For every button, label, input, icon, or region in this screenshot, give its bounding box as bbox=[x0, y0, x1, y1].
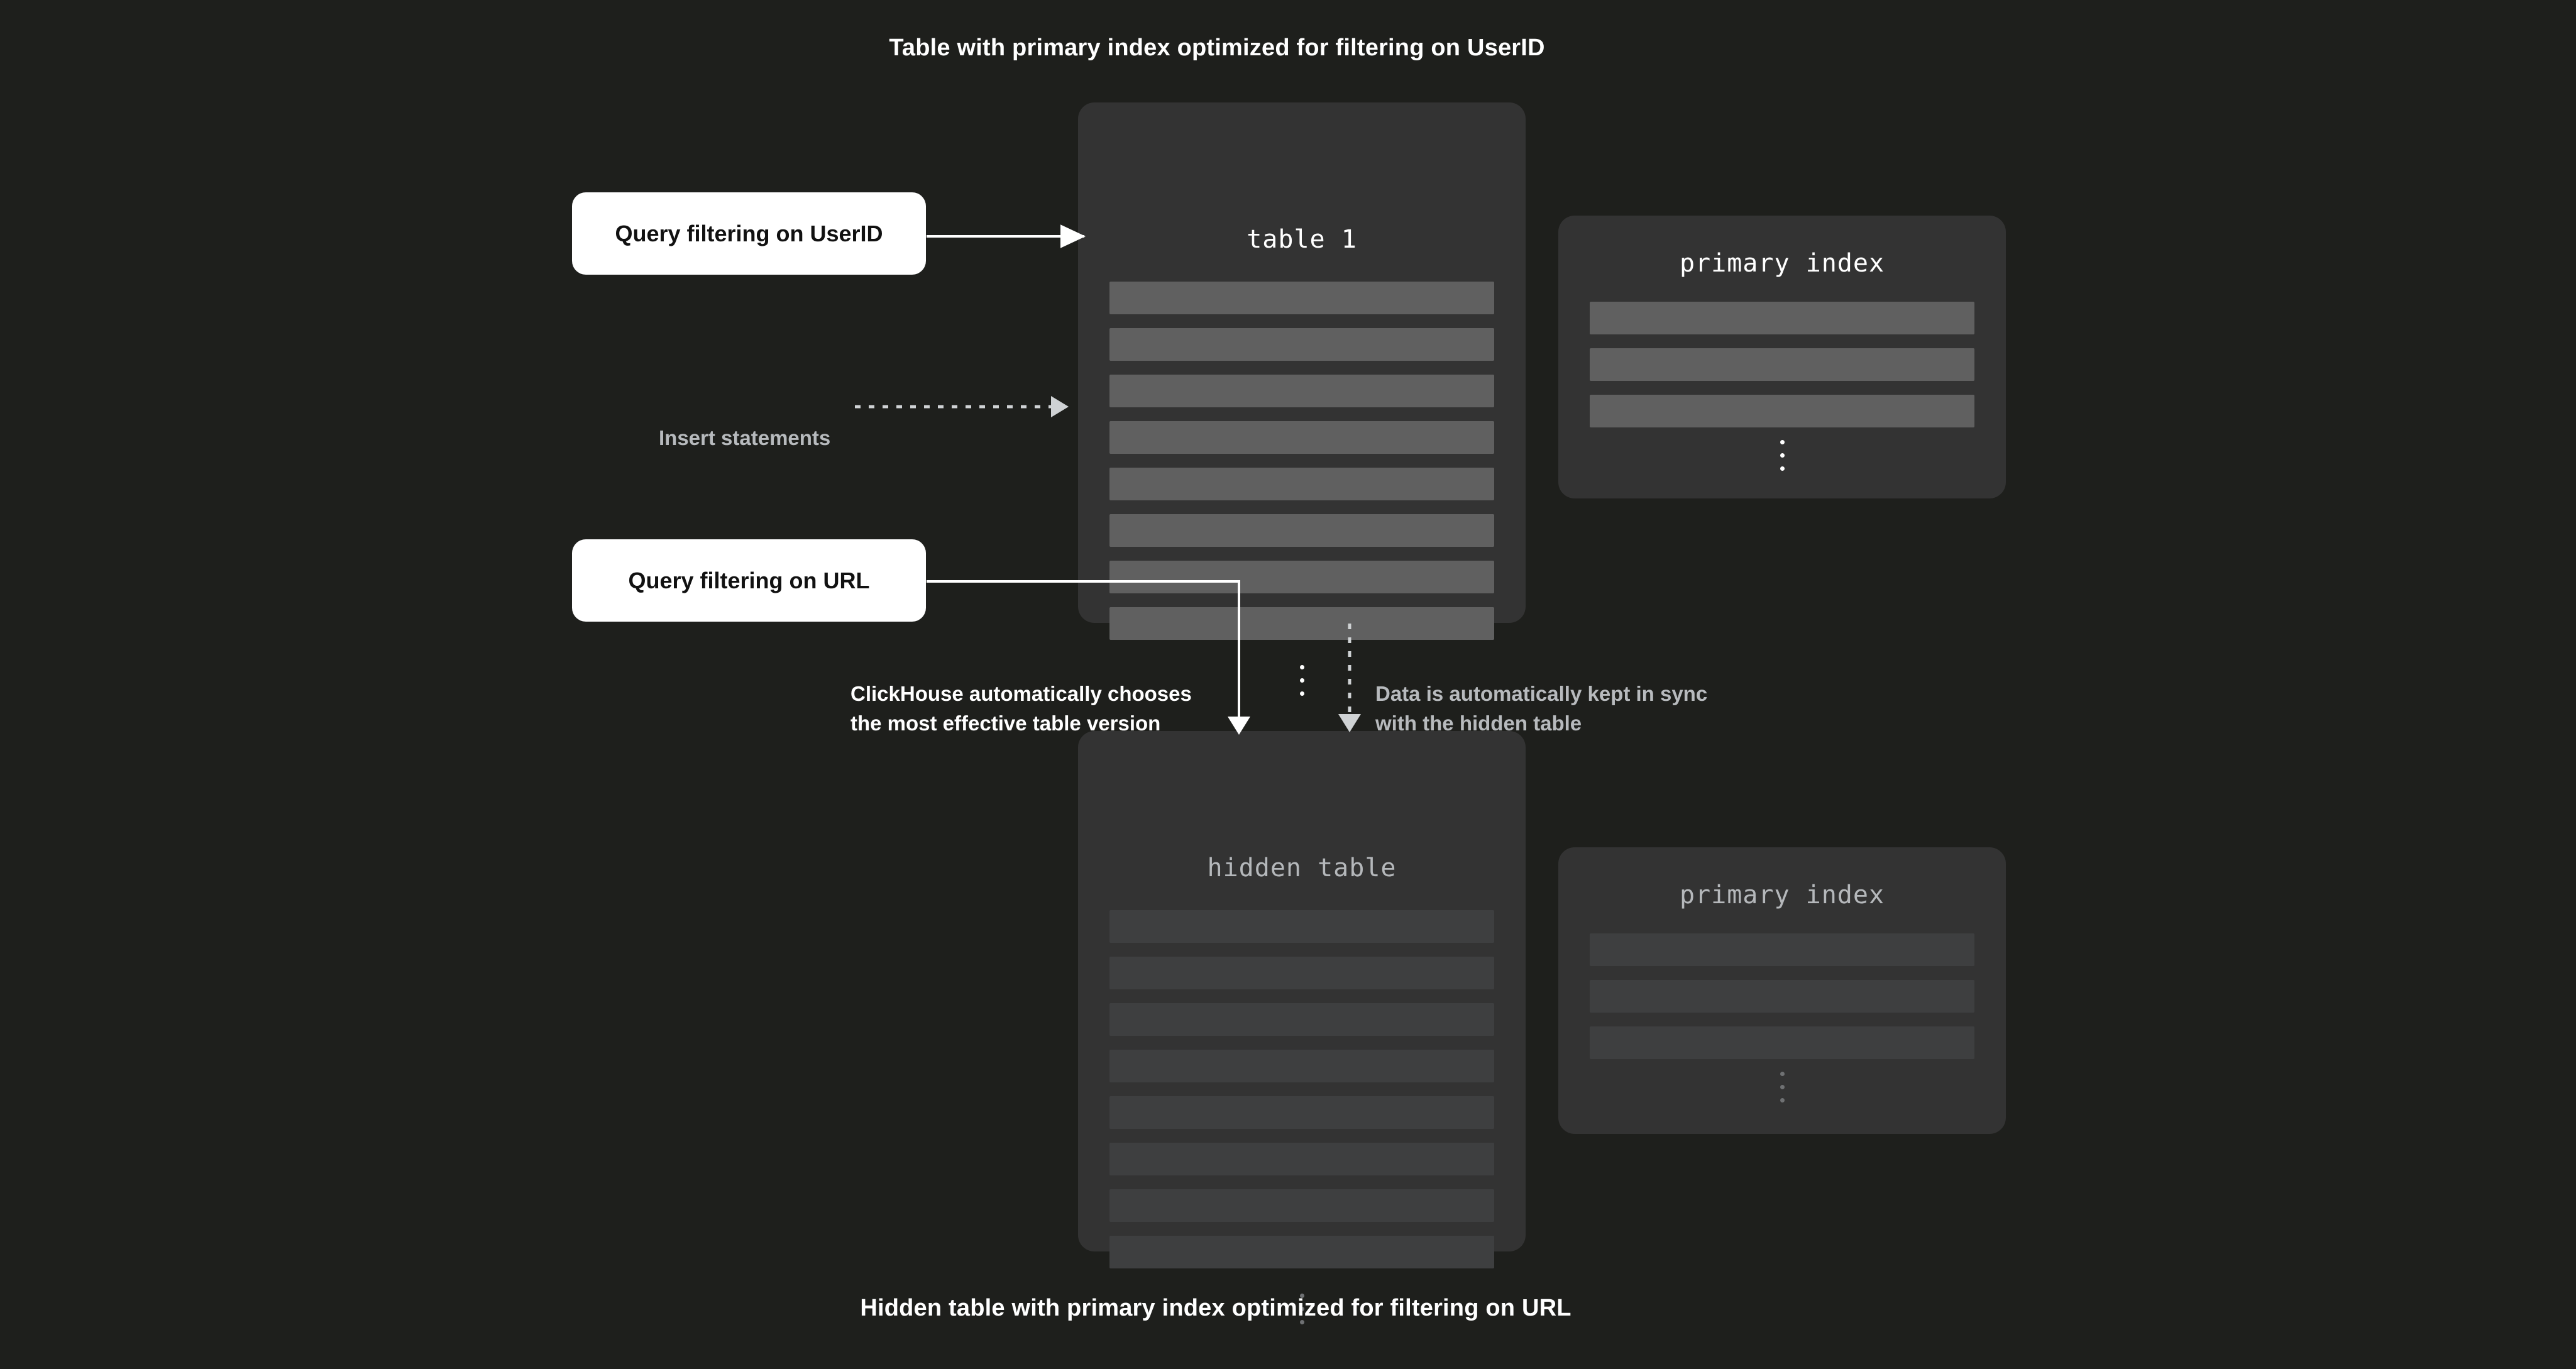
card-table-1-title: table 1 bbox=[1247, 225, 1357, 254]
label-insert-statements: Insert statements bbox=[659, 394, 830, 453]
table-row bbox=[1109, 1189, 1494, 1222]
card-hidden-table-title: hidden table bbox=[1207, 854, 1397, 882]
card-hidden-table-rows bbox=[1078, 910, 1526, 1282]
index-row bbox=[1590, 1026, 1974, 1059]
card-primary-index-top: primary index bbox=[1558, 216, 2006, 498]
label-kept-in-sync: Data is automatically kept in sync with … bbox=[1375, 650, 1707, 739]
index-row bbox=[1590, 348, 1974, 381]
card-primary-index-bottom-rows bbox=[1558, 933, 2006, 1073]
table-row bbox=[1109, 957, 1494, 989]
card-table-1-ellipsis-icon bbox=[1078, 665, 1526, 705]
table-row bbox=[1109, 1050, 1494, 1082]
index-row bbox=[1590, 302, 1974, 334]
top-caption-text: Table with primary index optimized for f… bbox=[889, 35, 1545, 61]
table-row bbox=[1109, 561, 1494, 593]
table-row bbox=[1109, 1236, 1494, 1268]
pill-query-filtering-url[interactable]: Query filtering on URL bbox=[572, 539, 926, 622]
table-row bbox=[1109, 607, 1494, 640]
table-row bbox=[1109, 1143, 1494, 1175]
label-clickhouse-chooses-text: ClickHouse automatically chooses the mos… bbox=[850, 681, 1192, 735]
table-row bbox=[1109, 375, 1494, 407]
table-row bbox=[1109, 468, 1494, 500]
card-hidden-table: hidden table bbox=[1078, 731, 1526, 1324]
table-row bbox=[1109, 328, 1494, 361]
table-row bbox=[1109, 1096, 1494, 1129]
label-kept-in-sync-text: Data is automatically kept in sync with … bbox=[1375, 681, 1708, 735]
label-clickhouse-chooses: ClickHouse automatically chooses the mos… bbox=[850, 650, 1192, 739]
table-row bbox=[1109, 910, 1494, 943]
card-primary-index-bottom-title: primary index bbox=[1679, 881, 1885, 910]
card-primary-index-bottom: primary index bbox=[1558, 847, 2006, 1134]
card-primary-index-top-ellipsis-icon bbox=[1558, 440, 2006, 480]
card-hidden-table-ellipsis-icon bbox=[1078, 1294, 1526, 1333]
label-insert-statements-text: Insert statements bbox=[659, 426, 831, 449]
bottom-caption-text: Hidden table with primary index optimize… bbox=[860, 1295, 1571, 1321]
pill-query-filtering-url-label: Query filtering on URL bbox=[628, 567, 870, 593]
card-primary-index-bottom-ellipsis-icon bbox=[1558, 1072, 2006, 1111]
index-row bbox=[1590, 933, 1974, 966]
card-table-1-rows bbox=[1078, 282, 1526, 654]
bottom-caption: Hidden table with primary index optimize… bbox=[0, 1295, 2576, 1322]
card-table-1: table 1 bbox=[1078, 102, 1526, 696]
index-row bbox=[1590, 395, 1974, 427]
table-row bbox=[1109, 514, 1494, 547]
top-caption: Table with primary index optimized for f… bbox=[0, 35, 2576, 62]
card-primary-index-top-title: primary index bbox=[1679, 249, 1885, 278]
pill-query-filtering-userid[interactable]: Query filtering on UserID bbox=[572, 192, 926, 275]
card-primary-index-top-rows bbox=[1558, 302, 2006, 441]
index-row bbox=[1590, 980, 1974, 1013]
table-row bbox=[1109, 421, 1494, 454]
table-row bbox=[1109, 1003, 1494, 1036]
table-row bbox=[1109, 282, 1494, 314]
connector-insert-statements bbox=[855, 396, 1069, 417]
pill-query-filtering-userid-label: Query filtering on UserID bbox=[615, 220, 883, 246]
